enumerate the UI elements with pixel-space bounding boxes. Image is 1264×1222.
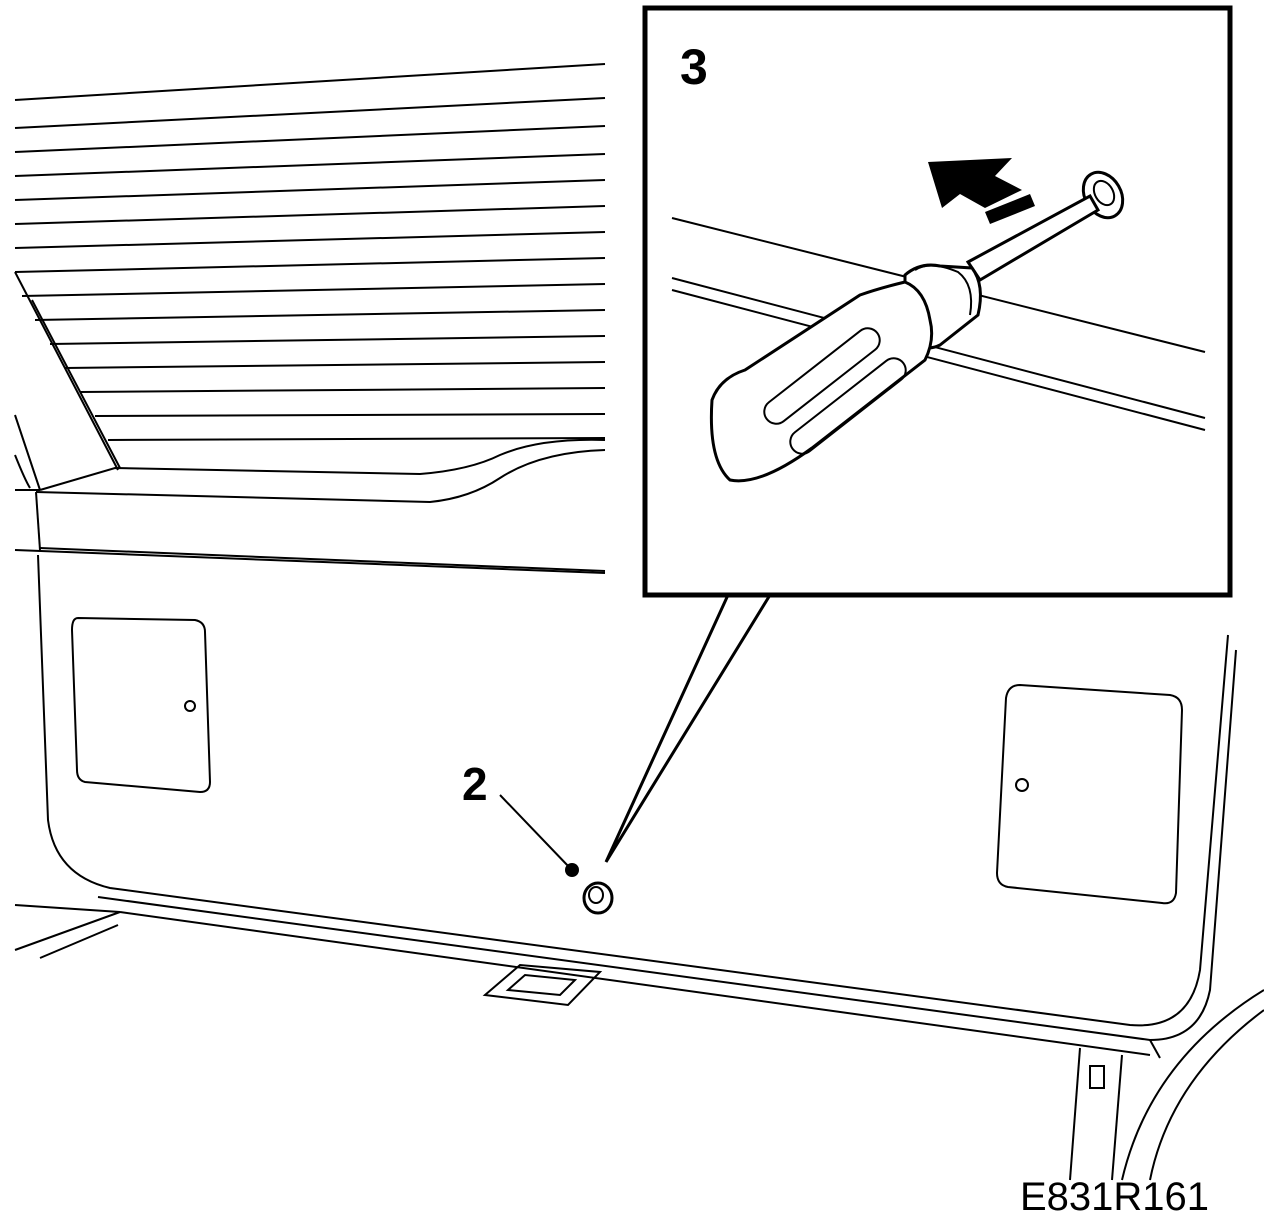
callout-leader-2	[499, 794, 579, 877]
hatch-lock-hole	[184, 700, 196, 712]
floor-latch	[482, 963, 603, 1007]
tailgate-trim-panel	[14, 554, 1237, 1059]
rear-window	[14, 63, 606, 471]
upper-trim	[14, 414, 606, 574]
pillar-slot	[1089, 1065, 1105, 1089]
inset-pointer	[604, 594, 772, 863]
direction-arrow-icon	[928, 158, 1035, 224]
figure-code: E831R161	[1020, 1175, 1209, 1219]
callout-label-2: 2	[462, 758, 488, 810]
inset-detail: 3	[642, 5, 1233, 598]
inset-label-3: 3	[680, 39, 708, 95]
side-pillar	[1069, 989, 1264, 1181]
screwdriver-icon	[709, 170, 1125, 483]
hatch-lock-hole	[1015, 778, 1029, 792]
push-clip-icon	[582, 881, 614, 915]
left-access-hatch	[70, 616, 212, 794]
right-access-hatch	[995, 683, 1184, 905]
